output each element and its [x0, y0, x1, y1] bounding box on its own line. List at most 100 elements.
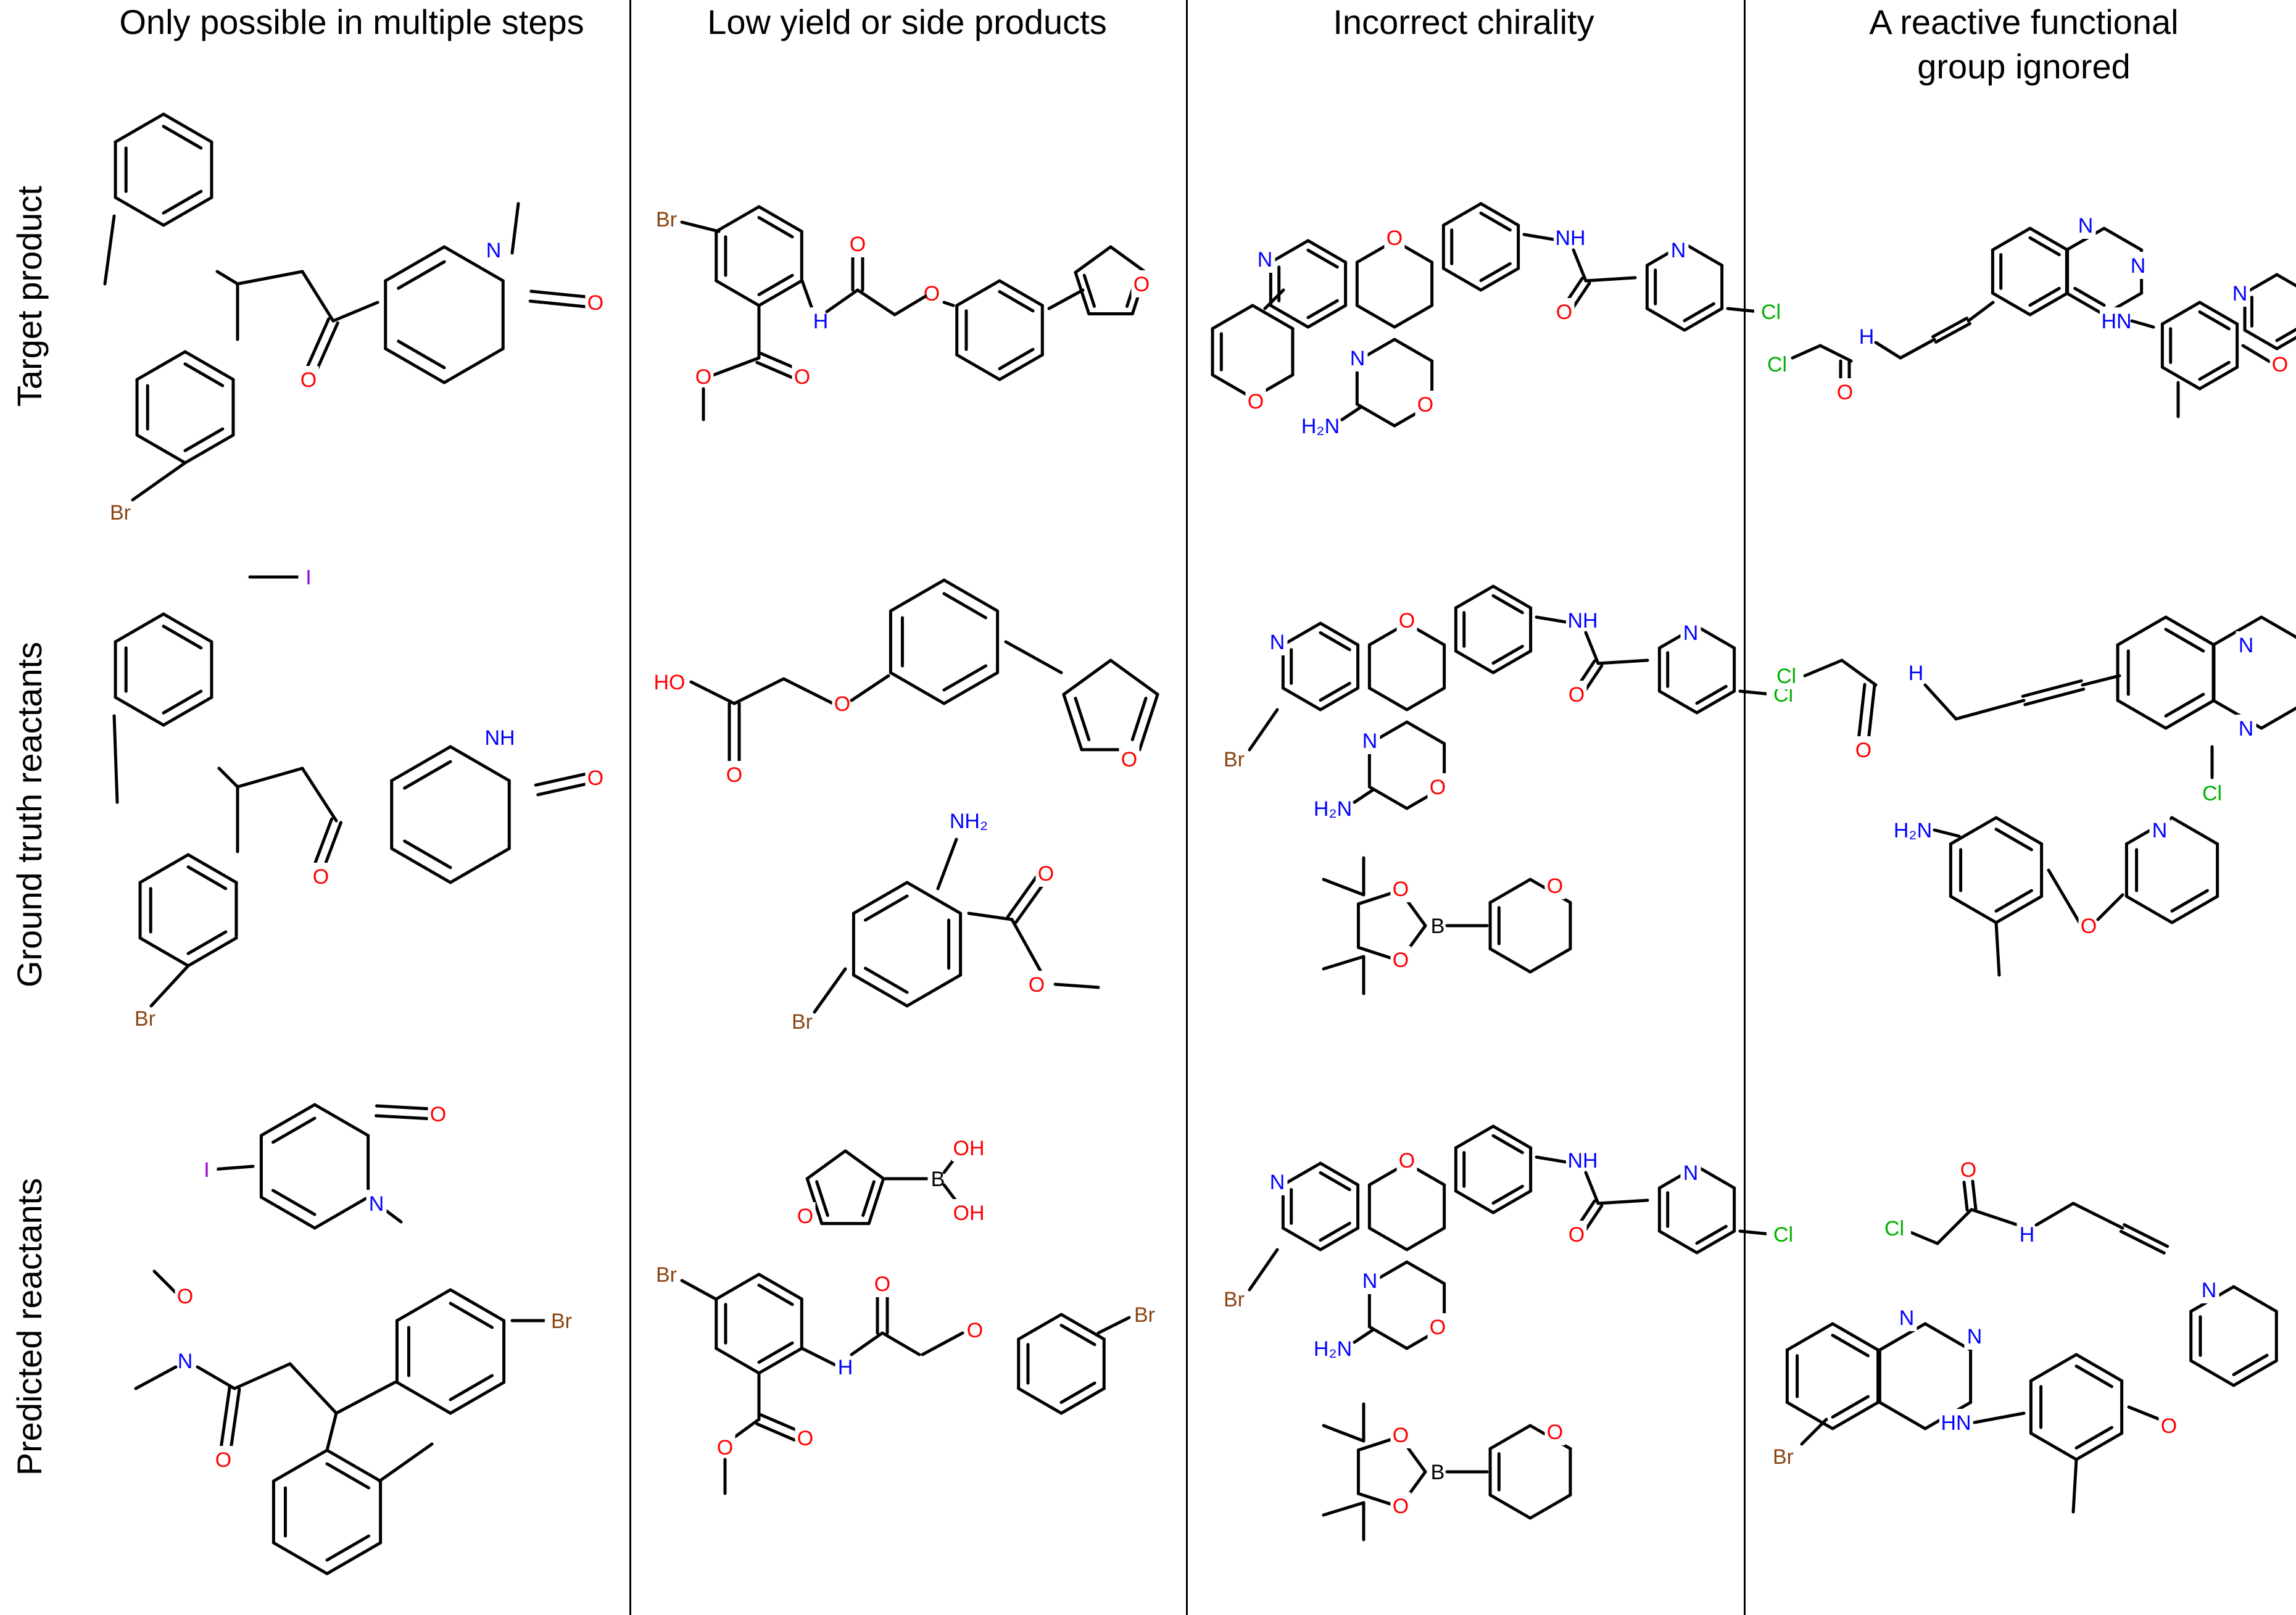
bond — [1017, 1313, 1063, 1341]
atom-label-o: O — [1855, 739, 1871, 762]
atom-label-bg — [1347, 344, 1368, 372]
atom-label-bg — [1254, 246, 1275, 273]
bond — [1936, 1208, 1973, 1245]
atom-label-n: N — [1350, 347, 1366, 370]
bond — [1441, 267, 1483, 292]
bond — [1322, 1424, 1366, 1443]
atom-label-n: N — [1270, 631, 1285, 654]
bond — [1994, 828, 2033, 852]
atom-label-n: N — [2131, 254, 2146, 278]
bond — [1596, 658, 1649, 665]
atom-label-o: O — [797, 1205, 813, 1228]
bond — [2074, 1364, 2113, 1389]
atom-label-cl: Cl — [1776, 665, 1796, 688]
atom-label-bg — [585, 289, 606, 316]
atom-label-bg — [1896, 1304, 1917, 1331]
atom-label-bg — [585, 764, 606, 791]
atom-label-bg — [366, 1190, 387, 1217]
atom-label-o: O — [177, 1285, 193, 1308]
bond — [1695, 1165, 1736, 1190]
atom-label-o: O — [1837, 381, 1853, 404]
bond — [1479, 267, 1520, 292]
bond — [2047, 868, 2081, 924]
atom-label-bg — [2016, 1221, 2037, 1248]
bond — [813, 967, 847, 1014]
atom-label-o: O — [850, 233, 866, 256]
bond — [1954, 699, 2026, 721]
bond — [2232, 1285, 2278, 1313]
bond — [2102, 226, 2144, 252]
atom-label-n: N — [1362, 729, 1378, 753]
bond — [325, 1534, 371, 1562]
atom-label-h2n: H₂N — [1314, 1337, 1352, 1361]
bond — [186, 853, 238, 884]
atom-label-bg — [196, 1156, 217, 1183]
atom-label-o: O — [967, 1319, 983, 1342]
atom-label-nh: NH — [1555, 226, 1585, 250]
bond — [2028, 286, 2061, 307]
bond — [843, 1149, 885, 1181]
atom-label-o: O — [1393, 1495, 1409, 1518]
bond — [162, 689, 203, 715]
bond — [2211, 615, 2263, 647]
atom-label-bg — [483, 724, 517, 751]
bond — [162, 125, 203, 150]
atom-label-bg — [128, 1005, 162, 1032]
bond — [2124, 895, 2174, 924]
atom-label-bg — [1309, 795, 1356, 822]
bond — [1831, 1395, 1870, 1419]
bond — [162, 196, 213, 227]
bond — [1053, 982, 1100, 989]
bond — [1248, 1248, 1279, 1292]
bond — [1683, 307, 1724, 332]
bond — [1923, 683, 1958, 721]
atom-label-hn: HN — [2101, 310, 2131, 333]
atom-label-bg — [298, 563, 319, 591]
bond — [1263, 288, 1285, 310]
bond — [1934, 322, 1971, 344]
bond — [1074, 270, 1091, 316]
bond — [1454, 1189, 1495, 1214]
bond — [1491, 1184, 1524, 1205]
atom-label-br: Br — [135, 1007, 155, 1031]
bond — [1488, 1493, 1532, 1520]
bond — [325, 1448, 383, 1483]
atom-label-bg — [1964, 1322, 1985, 1350]
bond — [302, 317, 331, 376]
bond — [390, 745, 452, 783]
bond — [1269, 239, 1310, 264]
bond — [2275, 336, 2296, 351]
bond — [1683, 302, 1715, 323]
bond — [1803, 658, 1844, 678]
atom-label-o: O — [1417, 393, 1433, 417]
atom-label-bg — [715, 1434, 736, 1461]
bond — [942, 592, 988, 620]
atom-label-h: H — [2020, 1223, 2035, 1247]
atom-label-n: N — [2202, 1279, 2217, 1302]
atom-label-br: Br — [1773, 1445, 1794, 1469]
atom-label-n: N — [2232, 282, 2248, 305]
atom-label-h2n: H₂N — [1301, 415, 1340, 438]
bond — [236, 766, 304, 789]
bond — [1528, 947, 1572, 974]
bond — [2123, 1223, 2170, 1248]
bond — [2164, 628, 2205, 653]
bond — [2023, 687, 2086, 707]
atom-label-bg — [1131, 270, 1152, 297]
bond — [1994, 895, 2044, 924]
atom-label-o: O — [794, 365, 810, 389]
atom-label-cl: Cl — [1767, 353, 1787, 376]
bond — [1726, 307, 1760, 313]
bond — [1322, 1501, 1366, 1517]
bond — [1479, 262, 1512, 283]
bond — [1584, 631, 1600, 665]
atom-label-bg — [103, 499, 138, 526]
bond — [2198, 360, 2231, 381]
bond — [259, 1103, 317, 1137]
atom-label-o: O — [2081, 915, 2097, 938]
atom-label-h: H — [813, 310, 829, 333]
bond — [138, 936, 190, 968]
atom-label-bg — [298, 366, 319, 393]
atom-label-bg — [1427, 773, 1448, 800]
bond — [236, 270, 304, 286]
